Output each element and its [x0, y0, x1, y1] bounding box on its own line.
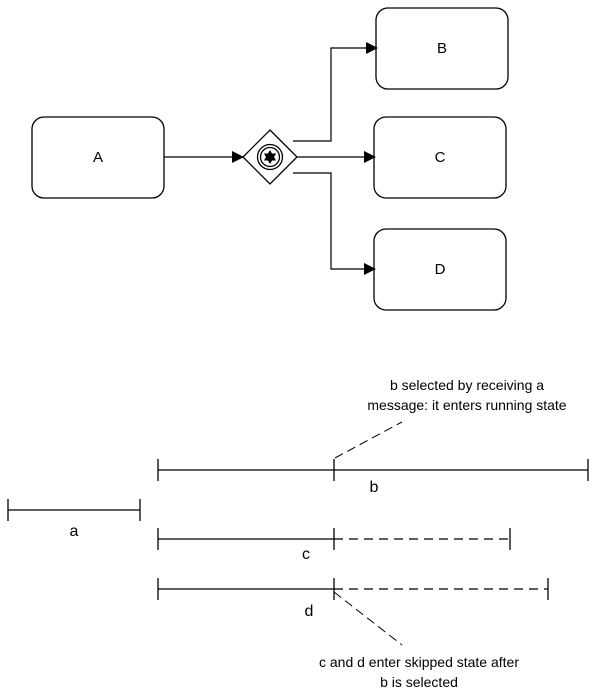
task-d[interactable]: D — [373, 228, 507, 311]
timeline-b: b — [157, 459, 589, 496]
timeline-d: d — [157, 578, 549, 620]
timeline-a: a — [7, 499, 141, 540]
note-running-line1: b selected by receiving a — [390, 377, 544, 393]
task-a[interactable]: A — [31, 116, 165, 199]
task-c[interactable]: C — [373, 116, 507, 199]
task-a-label: A — [93, 149, 103, 166]
note-skipped-line1: c and d enter skipped state after — [319, 654, 519, 670]
event-based-gateway[interactable] — [242, 129, 298, 185]
flow-gateway-to-d — [293, 172, 376, 275]
event-based-gateway-icon — [256, 143, 284, 171]
note-skipped-line2: b is selected — [380, 674, 458, 690]
flow-gateway-to-b — [293, 42, 378, 142]
note-running: b selected by receiving a message: it en… — [334, 377, 567, 459]
timeline-b-label: b — [370, 479, 379, 496]
note-running-line2: message: it enters running state — [367, 397, 566, 413]
task-d-label: D — [435, 261, 446, 278]
task-c-label: C — [435, 149, 446, 166]
note-running-connector — [334, 421, 403, 459]
task-b-label: B — [437, 40, 447, 57]
note-skipped-connector — [333, 591, 403, 646]
timeline-c-label: c — [302, 546, 310, 563]
timeline-a-label: a — [70, 523, 79, 540]
timeline-d-label: d — [305, 603, 314, 620]
timeline-c: c — [157, 528, 511, 563]
note-skipped: c and d enter skipped state after b is s… — [319, 591, 519, 690]
task-b[interactable]: B — [375, 7, 509, 90]
